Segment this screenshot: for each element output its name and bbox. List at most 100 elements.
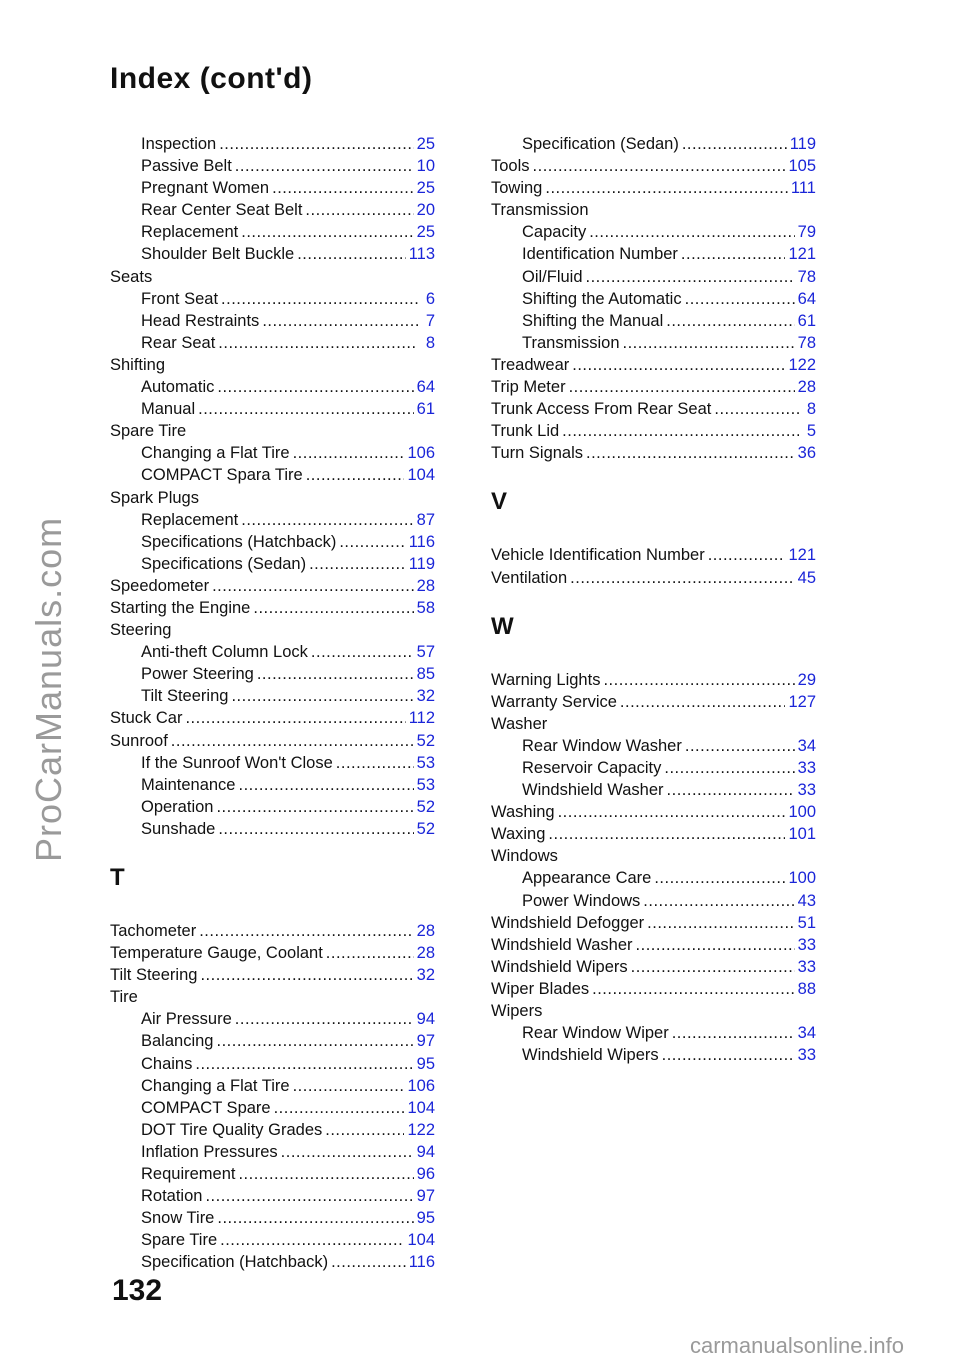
index-entry: Trip Meter28 [491,376,816,398]
entry-page-number: 6 [425,289,435,308]
entry-label: Warranty Service [491,692,617,711]
entry-label: Power Steering [141,665,254,684]
dot-leader [562,420,799,442]
entry-label: Spare Tire [110,422,187,441]
entry-label: Head Restraints [141,311,260,330]
entry-page-number: 36 [797,444,816,463]
entry-page-number: 94 [416,1010,435,1029]
index-entry: Starting the Engine58 [110,597,435,619]
index-heading: Shifting [110,354,435,376]
index-heading: Seats [110,266,435,288]
entry-label: Spare Tire [141,1231,218,1250]
index-entry: Tilt Steering32 [110,964,435,986]
entry-page-number: 25 [416,179,435,198]
entry-label: Temperature Gauge, Coolant [110,944,323,963]
entry-label: Reservoir Capacity [522,758,662,777]
dot-leader [533,155,786,177]
dot-leader [221,288,418,310]
entry-page-number: 64 [416,378,435,397]
dot-leader [216,796,413,818]
dot-leader [205,1185,413,1207]
entry-label: Rear Window Wiper [522,1024,669,1043]
entry-label: Spark Plugs [110,488,199,507]
dot-leader [200,964,413,986]
entry-label: Capacity [522,223,587,242]
dot-leader [253,597,413,619]
entry-label: Passive Belt [141,157,232,176]
entry-page-number: 33 [797,957,816,976]
entry-page-number: 122 [788,355,816,374]
dot-leader [219,133,413,155]
dot-leader [685,735,795,757]
entry-label: Ventilation [491,568,568,587]
page-title: Index (cont'd) [110,62,313,95]
entry-page-number: 105 [788,157,816,176]
dot-leader [305,199,413,221]
entry-page-number: 113 [408,245,435,264]
dot-leader [171,730,414,752]
index-entry: Chains95 [110,1053,435,1075]
index-entry: Treadwear 122 [491,354,816,376]
index-heading: Steering [110,619,435,641]
entry-page-number: 45 [797,568,816,587]
dot-leader [558,801,786,823]
entry-label: Replacement [141,223,239,242]
entry-label: Transmission [491,201,589,220]
entry-page-number: 104 [407,1231,435,1250]
index-entry: Oil/Fluid78 [491,266,816,288]
index-entry: Replacement25 [110,221,435,243]
index-entry: Automatic64 [110,376,435,398]
entry-page-number: 32 [416,687,435,706]
index-entry: Head Restraints7 [110,310,435,332]
entry-label: Wipers [491,1002,543,1020]
entry-label: COMPACT Spara Tire [141,466,303,485]
entry-label: Shifting the Manual [522,311,664,330]
entry-page-number: 53 [416,753,435,772]
entry-label: Turn Signals [491,444,584,463]
entry-page-number: 95 [416,1209,435,1228]
entry-label: Starting the Engine [110,598,251,617]
entry-label: COMPACT Spare [141,1098,271,1117]
entry-label: Sunshade [141,819,216,838]
section-heading-v: V [491,488,508,516]
index-entry: Snow Tire95 [110,1207,435,1229]
index-entry: Stuck Car112 [110,707,435,729]
dot-leader [216,1030,413,1052]
entry-label: Tilt Steering [141,687,229,706]
index-entry: Inflation Pressures94 [110,1141,435,1163]
entry-page-number: 28 [416,944,435,963]
index-heading: Transmission [491,199,816,221]
index-entry: Washing100 [491,801,816,823]
entry-label: Shifting [110,355,166,374]
dot-leader [569,376,795,398]
entry-label: Appearance Care [522,869,652,888]
index-entry: Changing a Flat Tire106 [110,1075,435,1097]
entry-page-number: 33 [797,781,816,800]
entry-page-number: 106 [407,444,435,463]
entry-page-number: 20 [416,201,435,220]
entry-label: Balancing [141,1032,214,1051]
index-entry: Rear Center Seat Belt20 [110,199,435,221]
index-entry: Air Pressure94 [110,1008,435,1030]
watermark-side: ProCarManuals.com [28,516,69,862]
dot-leader [589,221,794,243]
entry-label: Treadwear [491,355,570,374]
index-entry: Sunshade52 [110,818,435,840]
entry-label: Inflation Pressures [141,1142,278,1161]
index-entry: Wiper Blades88 [491,978,816,1000]
entry-label: Specifications (Hatchback) [141,532,337,551]
index-entry: Windshield Washer33 [491,934,816,956]
entry-label: Tools [491,157,530,176]
entry-label: Specifications (Sedan) [141,554,307,573]
index-column-left: Inspection25Passive Belt10Pregnant Women… [110,133,435,1274]
entry-page-number: 119 [408,554,435,573]
entry-label: Identification Number [522,245,678,264]
dot-leader [218,818,413,840]
dot-leader [586,266,795,288]
entry-label: If the Sunroof Won't Close [141,753,333,772]
dot-leader [643,890,794,912]
dot-leader [241,221,413,243]
index-entry: If the Sunroof Won't Close 53 [110,752,435,774]
entry-page-number: 111 [790,179,816,198]
dot-leader [592,978,795,1000]
